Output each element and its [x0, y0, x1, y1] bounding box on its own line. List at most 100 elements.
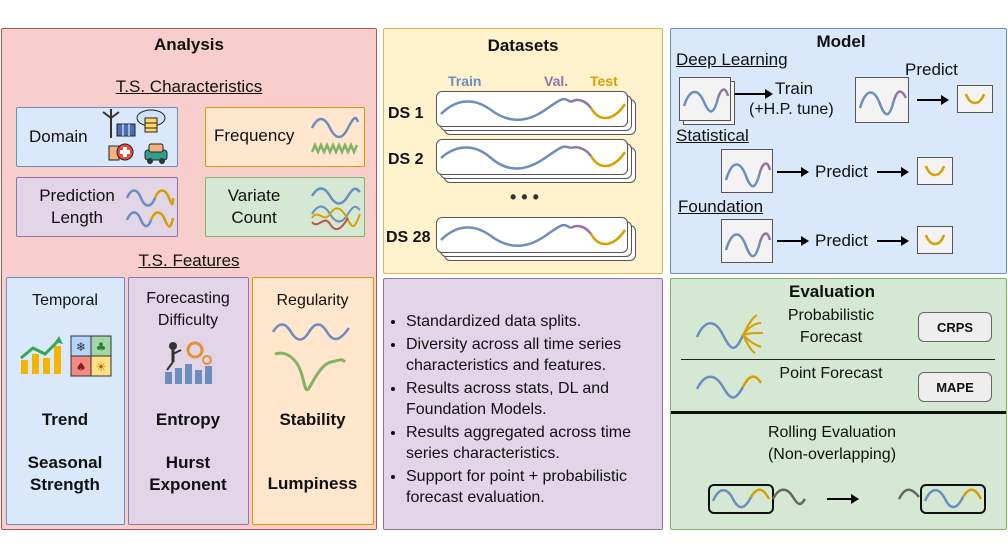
ds28-series: [440, 223, 627, 247]
point-forecast-label: Point Forecast: [779, 365, 883, 382]
regularity-box: Regularity Stability Lumpiness: [252, 277, 374, 525]
datasets-title: Datasets: [487, 36, 559, 55]
prediction-length-label: Prediction Length: [39, 186, 115, 227]
trend-label: Trend: [41, 410, 89, 429]
variate-count-wave-icon: [310, 187, 361, 231]
ts-characteristics-heading: T.S. Characteristics: [115, 77, 263, 96]
deep-learning-heading: Deep Learning: [676, 50, 788, 69]
ds1-series: [440, 97, 627, 121]
ds28-stack: [436, 217, 636, 261]
arrow-to-dl-output: [917, 93, 949, 107]
frequency-box: Frequency: [205, 107, 365, 167]
forecasting-difficulty-label: Forecasting Difficulty: [146, 290, 230, 329]
regularity-wave-icon: [271, 323, 351, 341]
stability-wave-icon: [274, 351, 347, 392]
arrow-to-stat-predict: [777, 165, 809, 179]
svg-text:❄: ❄: [76, 340, 86, 354]
forecasting-difficulty-box: Forecasting Difficulty Entropy Hurst Exp…: [128, 277, 249, 525]
analysis-panel: Analysis T.S. Characteristics Domain Fre…: [1, 28, 377, 530]
point-forecast-icon: [695, 375, 763, 399]
svg-text:♣: ♣: [96, 340, 107, 354]
foundation-input-series: [721, 219, 773, 263]
train-label: Train: [448, 73, 482, 89]
datasets-panel: Datasets Train Val. Test DS 1 DS 2 • • •…: [383, 28, 663, 274]
stat-predict-label: Predict: [815, 162, 868, 181]
test-label: Test: [590, 73, 618, 89]
val-label: Val.: [544, 73, 569, 89]
prediction-length-wave-icon: [125, 189, 175, 228]
ts-features-heading: T.S. Features: [138, 251, 240, 270]
seasons-icon: ❄ ♣ ♠ ☀: [70, 335, 112, 377]
evaluation-panel: Evaluation Probabilistic Forecast CRPS P…: [670, 278, 1007, 530]
eval-divider-thin: [681, 359, 995, 360]
model-title: Model: [816, 32, 866, 51]
seasonal-strength-label: Seasonal Strength: [27, 453, 103, 494]
frequency-label: Frequency: [214, 126, 295, 145]
difficulty-icon: [165, 341, 212, 384]
rolling-window-after: [897, 484, 986, 514]
ds28-label: DS 28: [386, 229, 431, 246]
stat-output-forecast: [917, 157, 953, 185]
dl-output-forecast: [957, 85, 993, 113]
foundation-output-forecast: [917, 226, 953, 254]
stability-label: Stability: [279, 410, 346, 429]
temporal-label: Temporal: [32, 292, 98, 309]
analysis-title: Analysis: [154, 35, 224, 54]
arrow-to-foundation-predict: [777, 234, 809, 248]
ellipsis: • • •: [510, 187, 539, 207]
svg-text:♠: ♠: [76, 360, 87, 374]
trend-chart-icon: [20, 336, 63, 374]
ds2-stack: [436, 139, 636, 183]
solar-panel-icon: [116, 123, 136, 137]
stat-input-series: [721, 149, 773, 193]
temporal-box: Temporal ❄ ♣ ♠ ☀ Trend Seasonal Strength: [6, 277, 125, 525]
feature-item: Results across stats, DL and Foundation …: [406, 378, 656, 420]
arrow-to-foundation-output: [877, 234, 909, 248]
ds1-stack: [436, 91, 636, 135]
feature-list: Standardized data splits. Diversity acro…: [384, 311, 656, 510]
hp-tune-label: (+H.P. tune): [749, 101, 834, 118]
probabilistic-forecast-icon: [695, 314, 764, 354]
feature-item: Standardized data splits.: [406, 311, 656, 332]
hurst-exponent-label: Hurst Exponent: [149, 453, 227, 494]
frequency-wave-icon: [310, 116, 360, 156]
foundation-heading: Foundation: [678, 197, 764, 216]
variate-count-box: Variate Count: [205, 177, 365, 237]
evaluation-title: Evaluation: [789, 282, 875, 301]
feature-item: Support for point + probabilistic foreca…: [406, 466, 656, 508]
ds1-label: DS 1: [388, 105, 424, 122]
model-panel: Model Deep Learning Train (+H.P. tune) P…: [670, 28, 1007, 274]
dl-input-series: [679, 77, 731, 121]
wind-turbine-icon: [102, 109, 120, 138]
statistical-heading: Statistical: [676, 126, 749, 145]
rolling-arrow: [827, 492, 859, 506]
mape-badge: MAPE: [918, 372, 992, 402]
feature-item: Results aggregated across time series ch…: [406, 422, 656, 464]
arrow-to-train: [735, 87, 773, 101]
lumpiness-label: Lumpiness: [267, 474, 358, 493]
ds2-series: [440, 145, 627, 170]
dl-trained-series: [855, 77, 909, 123]
arrow-to-stat-output: [877, 165, 909, 179]
crps-badge: CRPS: [918, 312, 992, 342]
domain-box: Domain: [16, 107, 178, 167]
variate-count-label: Variate Count: [227, 186, 281, 227]
entropy-label: Entropy: [155, 410, 221, 429]
svg-text:☀: ☀: [96, 360, 107, 374]
domain-icons: [102, 109, 168, 164]
feature-item: Diversity across all time series charact…: [406, 334, 656, 376]
probabilistic-forecast-label: Probabilistic Forecast: [787, 307, 875, 346]
ds2-label: DS 2: [388, 151, 424, 168]
non-overlapping-label: (Non-overlapping): [767, 446, 897, 463]
rolling-window-before: [708, 484, 807, 514]
cloud-server-icon: [136, 109, 166, 133]
regularity-label: Regularity: [276, 292, 349, 309]
rolling-evaluation-label: Rolling Evaluation: [767, 424, 897, 441]
dl-predict-label: Predict: [905, 60, 958, 79]
train-step-label: Train: [775, 79, 814, 98]
medical-icon: [108, 143, 134, 161]
traffic-icon: [144, 143, 168, 164]
domain-label: Domain: [29, 127, 88, 146]
eval-divider-thick: [671, 411, 1006, 414]
bullets-panel: Standardized data splits. Diversity acro…: [383, 278, 663, 530]
